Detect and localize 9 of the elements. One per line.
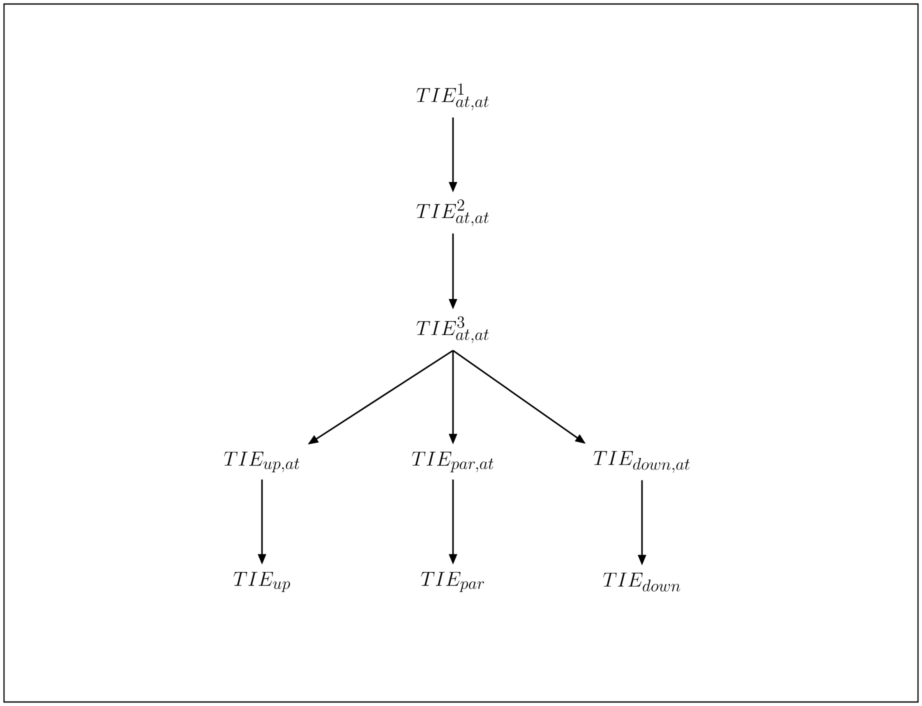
- formula-label: $TIE^{1}_{at,at}$: [416, 83, 489, 110]
- formula-label: $TIE^{3}_{at,at}$: [416, 316, 489, 344]
- formula-label: $TIE_{up,at}$: [224, 452, 300, 472]
- formula-label: $TIE_{down}$: [603, 572, 680, 592]
- formula-label: $TIE_{par}$: [421, 572, 484, 592]
- formula-label: $TIE^{2}_{at,at}$: [416, 199, 489, 226]
- formula-label: $TIE_{down,at}$: [594, 451, 690, 473]
- formula-label: $TIE_{up}$: [234, 572, 290, 592]
- formula-label: $TIE_{par,at}$: [412, 452, 494, 472]
